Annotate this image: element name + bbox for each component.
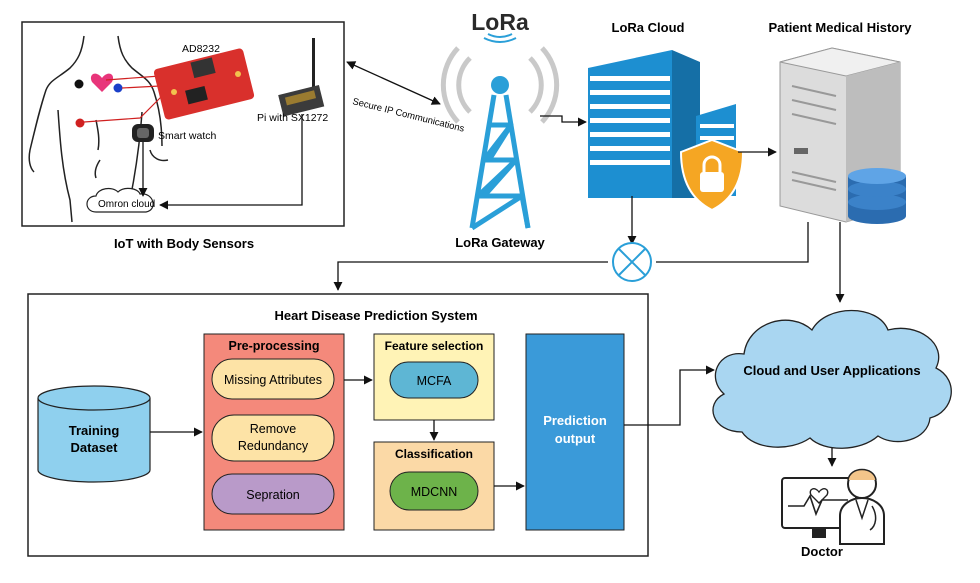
sepration-label: Sepration	[246, 488, 300, 502]
doctor: Doctor	[781, 468, 885, 559]
classification-title: Classification	[395, 447, 473, 461]
remove-redundancy-pill	[211, 414, 335, 462]
mcfa-pill	[389, 361, 479, 399]
output-label-1: Prediction	[543, 413, 607, 428]
sensor-dot-blue	[113, 83, 123, 93]
omron-cloud-icon	[86, 187, 154, 213]
preprocessing-title: Pre-processing	[228, 339, 319, 353]
missing-attributes-pill	[211, 358, 335, 400]
lora-gateway: LoRa LoRa Gateway	[440, 9, 560, 250]
ad8232-label: AD8232	[182, 43, 220, 55]
tower-icon	[469, 94, 531, 231]
lora-cloud: LoRa Cloud	[588, 20, 745, 212]
medical-history: Patient Medical History	[768, 20, 912, 224]
gateway-caption: LoRa Gateway	[455, 235, 545, 250]
dataset-label-2: Dataset	[71, 440, 119, 455]
system-title: Heart Disease Prediction System	[274, 308, 477, 323]
radio-waves-icon	[440, 46, 560, 124]
sensor-dot-black	[74, 79, 84, 89]
apps-label: Cloud and User Applications	[743, 363, 920, 378]
sepration-pill	[211, 473, 335, 515]
prediction-output-box: Prediction output	[525, 333, 625, 531]
prediction-system: Heart Disease Prediction System Training…	[27, 293, 649, 557]
training-dataset: Training Dataset	[37, 385, 151, 483]
body-outline-icon	[28, 35, 169, 223]
ad8232-board-icon	[153, 48, 255, 120]
mcfa-label: MCFA	[417, 374, 452, 388]
iot-caption: IoT with Body Sensors	[114, 236, 254, 251]
pi-board-icon	[278, 38, 325, 117]
pi-label: Pi with SX1272	[257, 112, 328, 124]
smart-watch-label: Smart watch	[158, 130, 217, 142]
junction	[333, 196, 809, 291]
classification-box: Classification MDCNN	[373, 441, 495, 531]
secure-link: Secure IP Communications	[346, 61, 466, 135]
junction-x-icon	[612, 242, 652, 282]
missing-attributes-label: Missing Attributes	[224, 373, 322, 387]
redundancy-label: Redundancy	[238, 439, 309, 453]
doctor-icon	[839, 468, 885, 545]
smart-watch-icon	[132, 124, 154, 142]
feature-selection-box: Feature selection MCFA	[373, 333, 495, 421]
dataset-label-1: Training	[69, 423, 120, 438]
database-icon	[848, 168, 906, 224]
heart-icon	[90, 73, 114, 92]
output-label-2: output	[555, 431, 596, 446]
iot-panel: AD8232 Smart watch Pi with SX1272 Omron …	[21, 21, 345, 251]
history-caption: Patient Medical History	[768, 20, 912, 35]
omron-label: Omron cloud	[98, 199, 155, 210]
remove-label: Remove	[250, 422, 297, 436]
user-apps-cloud: Cloud and User Applications	[712, 310, 952, 449]
sensor-dot-red	[75, 118, 85, 128]
mdcnn-pill	[389, 471, 479, 511]
doctor-caption: Doctor	[801, 544, 843, 559]
lora-logo: LoRa	[471, 9, 529, 35]
preprocessing-box: Pre-processing Missing Attributes Remove…	[203, 333, 345, 531]
monitor-icon	[781, 477, 857, 538]
feature-title: Feature selection	[385, 339, 484, 353]
security-shield-icon	[679, 138, 745, 212]
lora-cloud-caption: LoRa Cloud	[612, 20, 685, 35]
mdcnn-label: MDCNN	[411, 485, 458, 499]
